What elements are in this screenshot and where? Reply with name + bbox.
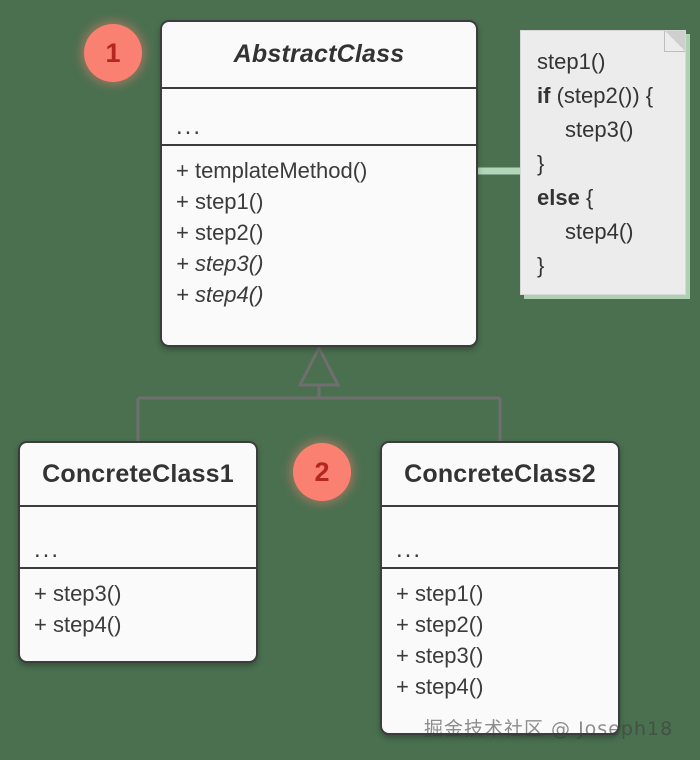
abstract-class-box[interactable]: AbstractClass ... + templateMethod() + s… xyxy=(160,20,478,347)
concrete-class-1-attributes-compartment: ... xyxy=(20,505,256,567)
concrete-class-2-attributes-placeholder: ... xyxy=(396,536,423,563)
concrete-class-2-box[interactable]: ConcreteClass2 ... + step1() + step2() +… xyxy=(380,441,620,735)
note-line-5-text: { xyxy=(579,185,594,210)
concrete-class-2-operation-step1[interactable]: + step1() xyxy=(396,581,484,606)
note-line-4-text: } xyxy=(537,151,545,176)
operation-step1[interactable]: + step1() xyxy=(176,189,264,214)
abstract-class-title-compartment: AbstractClass xyxy=(162,22,476,87)
abstract-class-attributes-placeholder: ... xyxy=(176,113,203,140)
concrete-class-2-operations-compartment: + step1() + step2() + step3() + step4() xyxy=(382,567,618,733)
concrete-class-2-attributes-compartment: ... xyxy=(382,505,618,567)
step-badge-1-label: 1 xyxy=(105,37,121,68)
concrete-class-2-name: ConcreteClass2 xyxy=(404,459,596,488)
note-line-1: step1() xyxy=(537,45,669,79)
note-line-7: } xyxy=(537,249,669,283)
concrete-class-1-box[interactable]: ConcreteClass1 ... + step3() + step4() xyxy=(18,441,258,663)
abstract-class-attributes-compartment: ... xyxy=(162,87,476,144)
watermark: 掘金技术社区 @ Joseph18 xyxy=(424,714,673,741)
step-badge-1[interactable]: 1 xyxy=(84,24,142,82)
concrete-class-2-operation-step2[interactable]: + step2() xyxy=(396,612,484,637)
note-line-2: if (step2()) { xyxy=(537,79,669,113)
operation-step3[interactable]: + step3() xyxy=(176,251,264,276)
operation-step4[interactable]: + step4() xyxy=(176,282,264,307)
concrete-class-1-attributes-placeholder: ... xyxy=(34,536,61,563)
operation-template-method[interactable]: + templateMethod() xyxy=(176,158,368,183)
note-line-5: else { xyxy=(537,181,669,215)
concrete-class-1-name: ConcreteClass1 xyxy=(42,459,234,488)
concrete-class-1-operation-step4[interactable]: + step4() xyxy=(34,612,122,637)
note-line-4: } xyxy=(537,147,669,181)
operation-step2[interactable]: + step2() xyxy=(176,220,264,245)
note-line-1-text: step1() xyxy=(537,49,606,74)
code-note[interactable]: step1() if (step2()) { step3() } else { … xyxy=(520,30,686,295)
note-line-3: step3() xyxy=(537,113,669,147)
concrete-class-1-title-compartment: ConcreteClass1 xyxy=(20,443,256,505)
note-line-6-text: step4() xyxy=(565,219,634,244)
concrete-class-1-operation-step3[interactable]: + step3() xyxy=(34,581,122,606)
note-line-2-text: (step2()) { xyxy=(550,83,654,108)
note-line-7-text: } xyxy=(537,253,545,278)
concrete-class-2-operation-step4[interactable]: + step4() xyxy=(396,674,484,699)
watermark-text: 掘金技术社区 @ Joseph18 xyxy=(424,718,674,740)
concrete-class-1-operations-compartment: + step3() + step4() xyxy=(20,567,256,661)
note-keyword-if: if xyxy=(537,83,551,108)
note-line-3-text: step3() xyxy=(565,117,634,142)
note-fold-corner-icon xyxy=(664,31,685,52)
abstract-class-name: AbstractClass xyxy=(233,40,405,68)
step-badge-2-label: 2 xyxy=(314,456,330,487)
note-line-6: step4() xyxy=(537,215,669,249)
note-keyword-else: else xyxy=(537,185,580,210)
step-badge-2[interactable]: 2 xyxy=(293,443,351,501)
concrete-class-2-title-compartment: ConcreteClass2 xyxy=(382,443,618,505)
inheritance-triangle xyxy=(297,344,341,387)
concrete-class-2-operation-step3[interactable]: + step3() xyxy=(396,643,484,668)
abstract-class-operations-compartment: + templateMethod() + step1() + step2() +… xyxy=(162,144,476,345)
